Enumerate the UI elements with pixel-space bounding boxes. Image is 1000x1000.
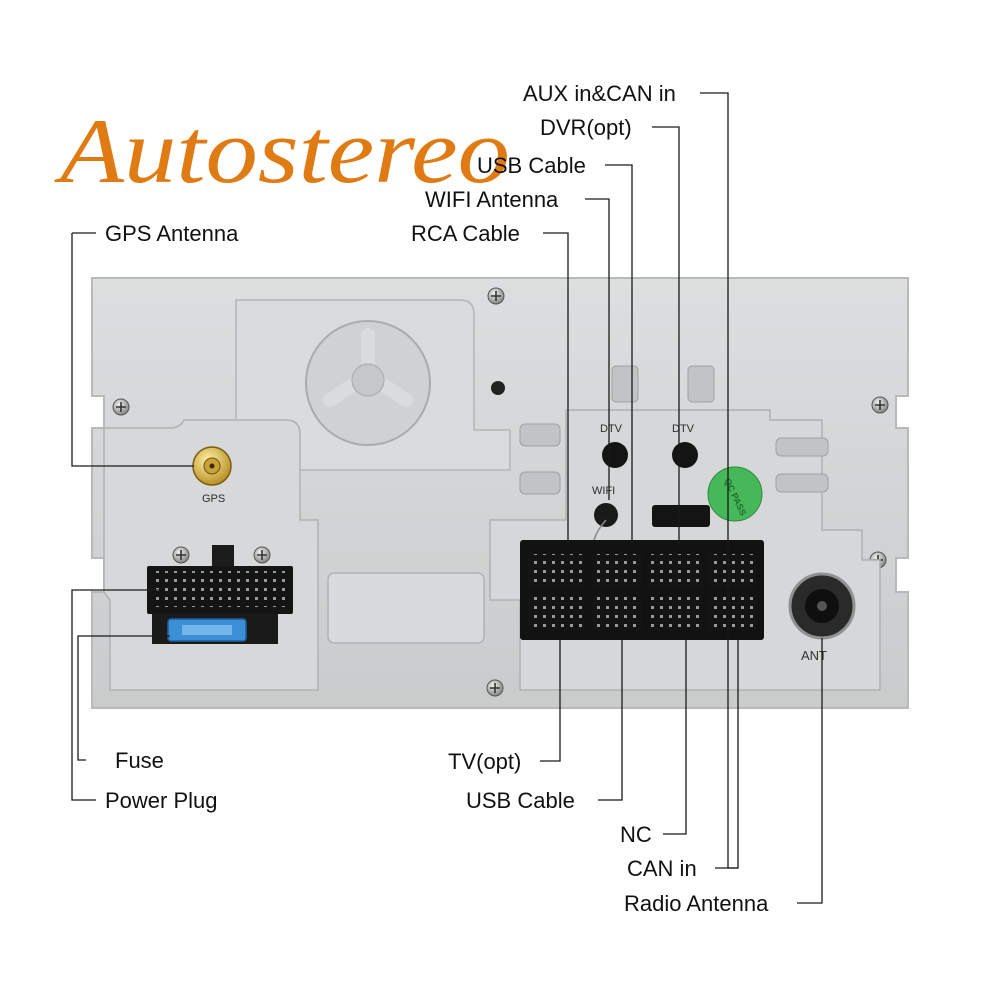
callout-radio-antenna: Radio Antenna <box>624 891 769 916</box>
harness-block <box>520 540 764 640</box>
dtv-stamp-left: DTV <box>600 423 623 435</box>
callout-rca: RCA Cable <box>411 221 520 246</box>
callout-nc: NC <box>620 822 652 847</box>
callout-tv: TV(opt) <box>448 749 521 774</box>
callout-usb-bottom: USB Cable <box>466 788 575 813</box>
wifi-port <box>594 503 618 527</box>
leader-lines <box>71 92 823 904</box>
qc-sticker <box>707 466 763 522</box>
callout-can-in: CAN in <box>627 856 697 881</box>
dtv-stamp-right: DTV <box>672 423 695 435</box>
dtv-port-left <box>602 442 628 468</box>
callout-power-plug: Power Plug <box>105 788 218 813</box>
callout-aux-can: AUX in&CAN in <box>523 81 676 106</box>
dtv-port-right <box>672 442 698 468</box>
callout-usb-top: USB Cable <box>477 153 586 178</box>
brand-logo: Autostereo <box>53 100 510 202</box>
wifi-stamp: WIFI <box>592 485 615 497</box>
callout-gps-antenna: GPS Antenna <box>105 221 239 246</box>
ant-stamp: ANT <box>801 648 827 663</box>
rear-panel: GPS DTV DTV WIFI <box>91 277 909 709</box>
callout-dvr: DVR(opt) <box>540 115 632 140</box>
gps-stamp: GPS <box>202 493 225 505</box>
callout-wifi-antenna: WIFI Antenna <box>425 187 559 212</box>
dvr-port <box>652 505 710 527</box>
callout-fuse: Fuse <box>115 748 164 773</box>
